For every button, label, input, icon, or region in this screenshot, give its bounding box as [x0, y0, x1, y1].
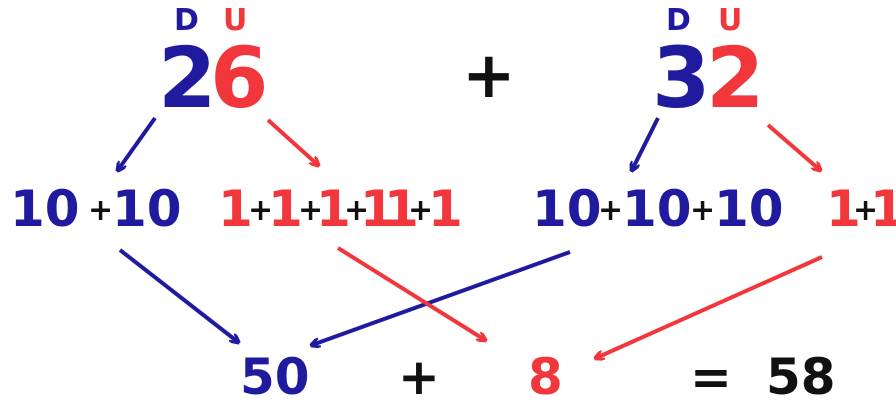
left-units-digit: 6	[210, 29, 268, 127]
left-units-part: 1	[360, 180, 395, 238]
left-tens-digit: 2	[158, 29, 216, 127]
left-units-part: 1	[218, 180, 253, 238]
right-tens-plus: +	[598, 193, 624, 228]
left-units-plus: +	[344, 193, 370, 228]
tens-sum: 50	[240, 348, 310, 406]
result-plus: +	[398, 348, 440, 406]
arrow-left-tens-to-50	[118, 248, 238, 342]
units-sum: 8	[528, 348, 563, 406]
operator-plus: +	[462, 39, 516, 113]
arrow-26-tens	[118, 116, 157, 170]
right-tens-part: 10	[622, 180, 692, 238]
left-units-part: 1	[316, 180, 351, 238]
arrow-32-tens	[632, 117, 660, 170]
total-result: 58	[766, 348, 836, 406]
arrow-right-units-to-8	[596, 255, 823, 358]
left-units-part: 1	[268, 180, 303, 238]
right-units-part: 1	[826, 180, 861, 238]
right-tens-plus: +	[690, 193, 716, 228]
arrow-right-tens-to-50	[312, 250, 571, 345]
arrow-26-units	[266, 118, 318, 165]
right-units-plus: +	[853, 193, 879, 228]
right-tens-part: 10	[714, 180, 784, 238]
right-header-tens: D	[666, 3, 691, 38]
equals-sign: =	[690, 348, 732, 406]
left-units-plus: +	[408, 193, 434, 228]
arrow-32-units	[766, 123, 820, 170]
right-units-digit: 2	[706, 29, 764, 127]
right-tens-digit: 3	[652, 29, 710, 127]
left-tens-plus: +	[88, 193, 114, 228]
left-tens-part: 10	[10, 180, 80, 238]
left-header-tens: D	[174, 3, 199, 38]
left-tens-part: 10	[112, 180, 182, 238]
left-units-plus: +	[298, 193, 324, 228]
left-units-plus: +	[248, 193, 274, 228]
left-units-part: 1	[384, 180, 419, 238]
arrow-left-units-to-8	[336, 246, 485, 340]
right-header-units: U	[718, 3, 743, 38]
right-tens-part: 10	[532, 180, 602, 238]
right-units-part: 1	[870, 180, 896, 238]
left-units-part: 1	[428, 180, 463, 238]
left-header-units: U	[223, 3, 248, 38]
